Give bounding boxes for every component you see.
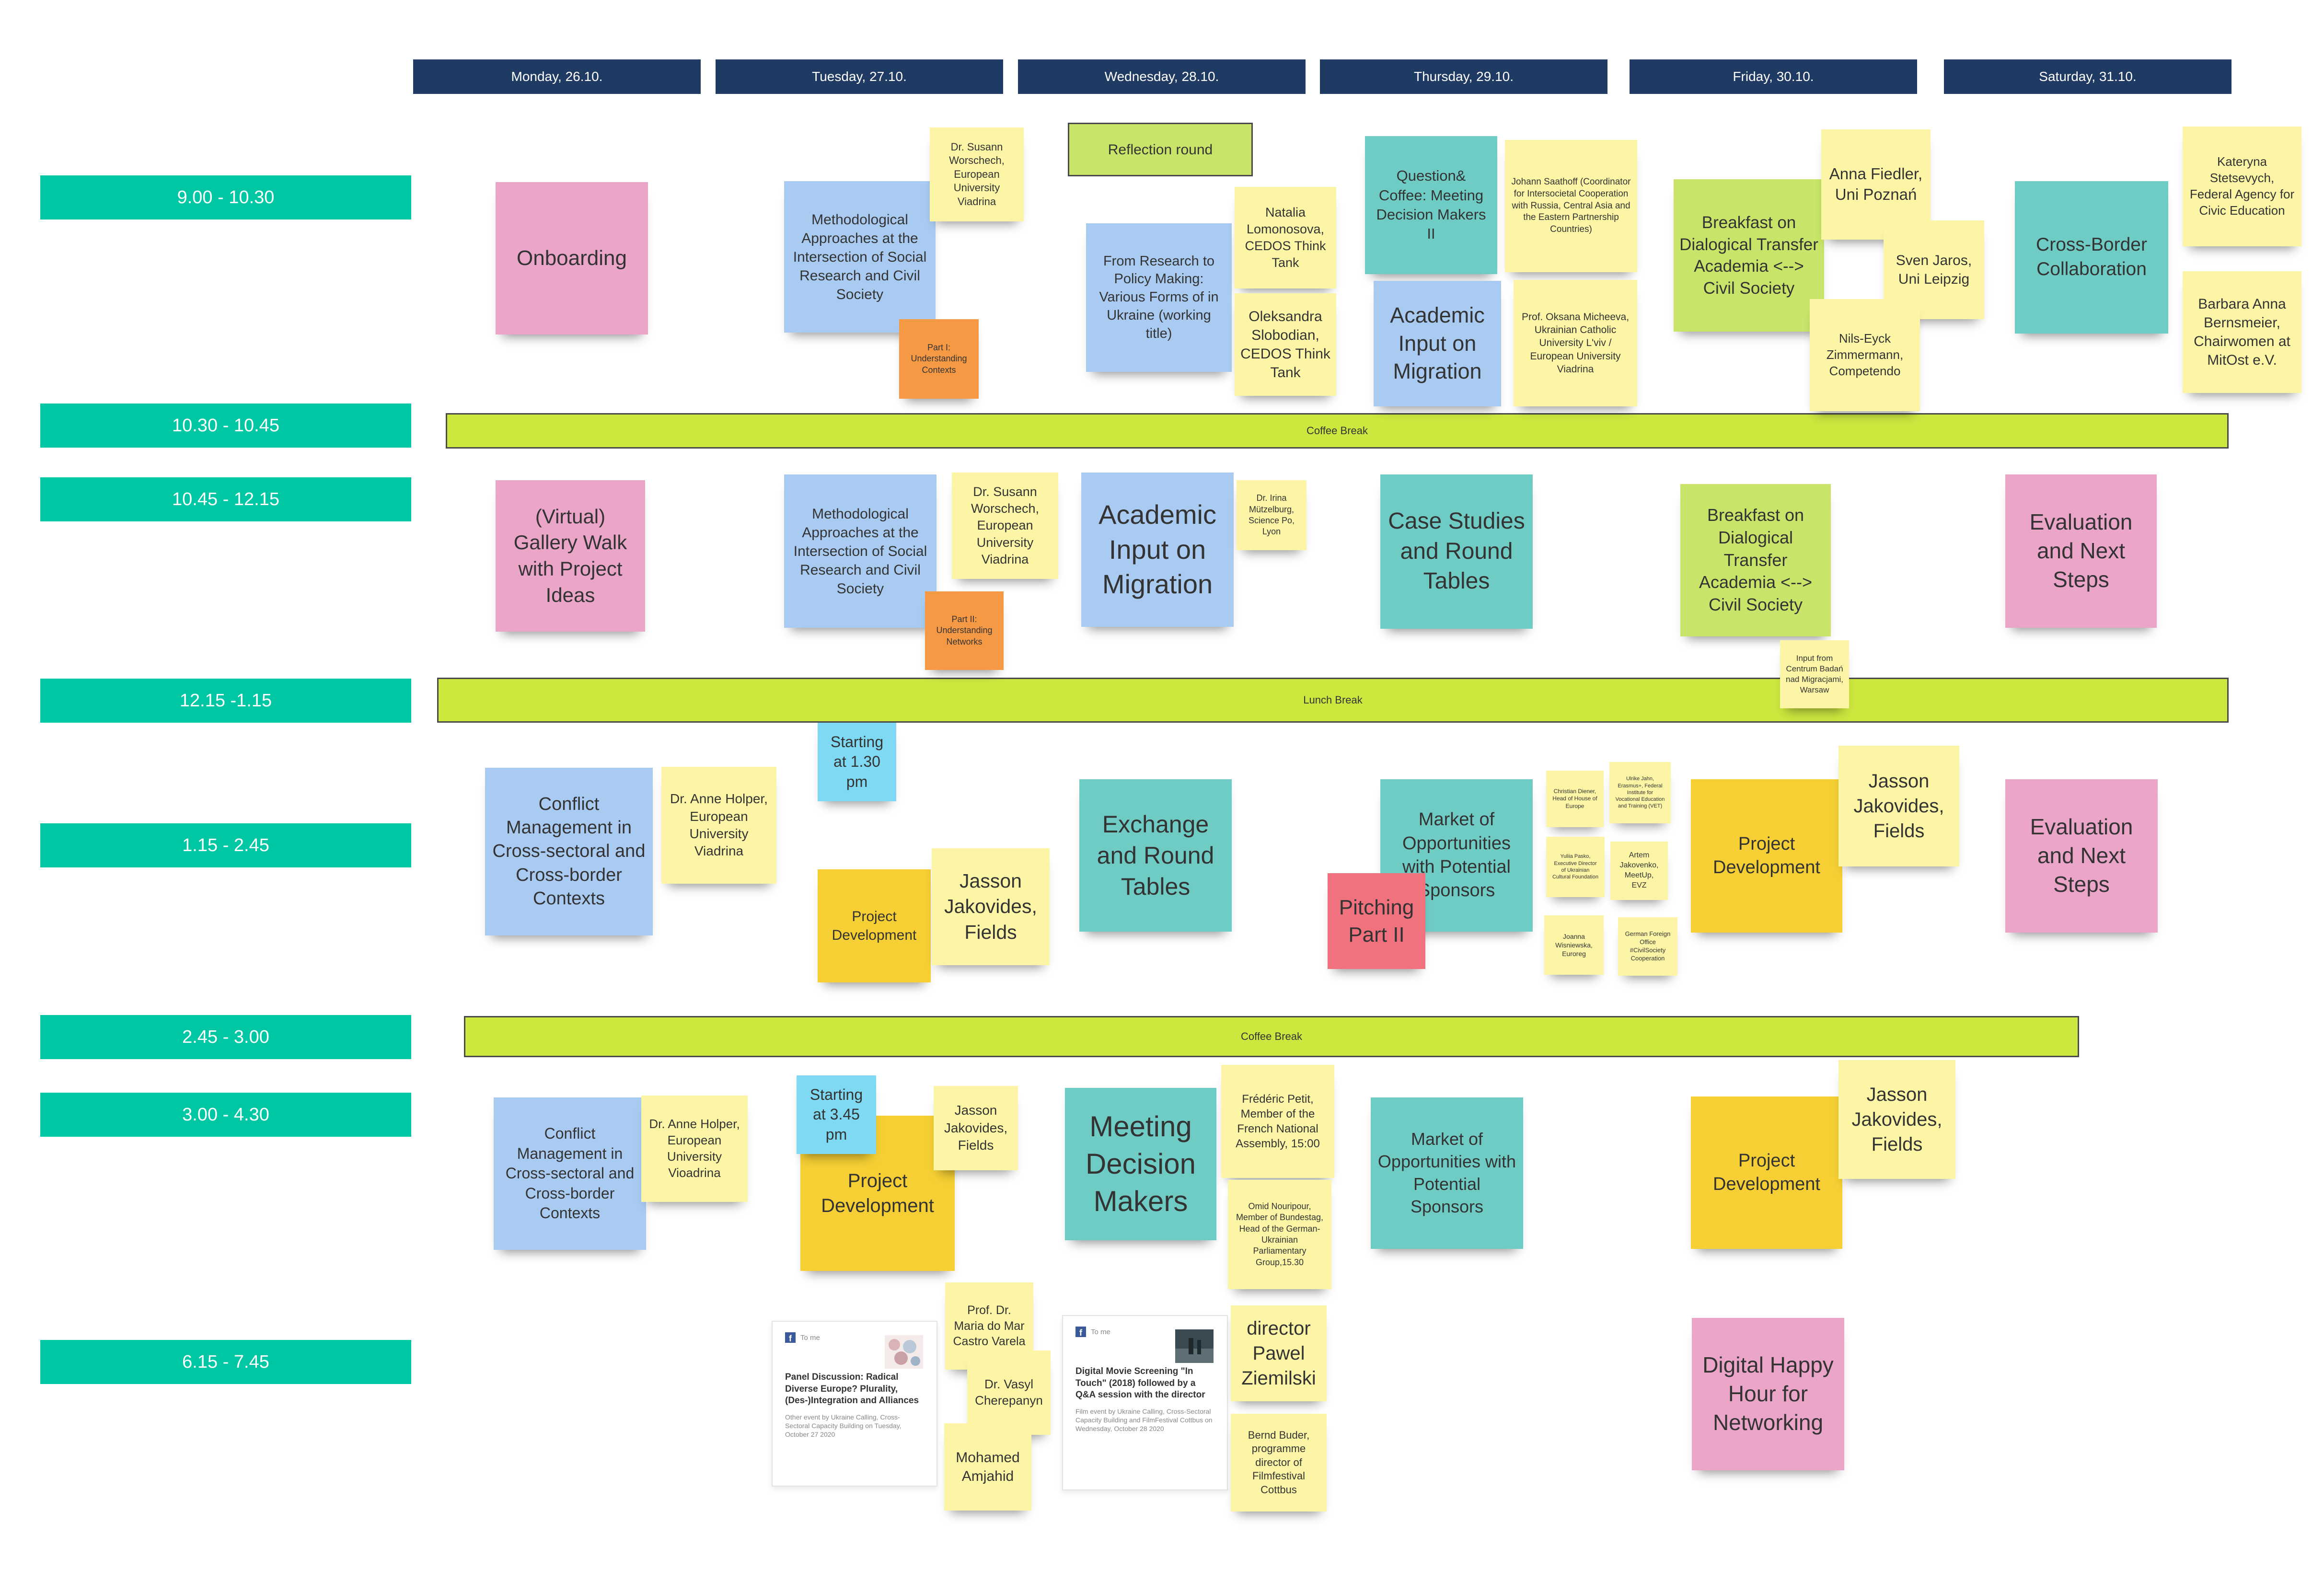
session-note-onboarding[interactable]: Onboarding	[496, 182, 648, 335]
event-thumbnail-image	[1175, 1329, 1214, 1363]
session-note[interactable]: Project Development	[1691, 779, 1842, 933]
speaker-note[interactable]: Jasson Jakovides, Fields	[1838, 1060, 1955, 1179]
speaker-note[interactable]: Natalia Lomonosova, CEDOS Think Tank	[1235, 187, 1336, 289]
speaker-note[interactable]: Dr. Anne Holper, European University Vio…	[641, 1096, 748, 1202]
event-source: To me	[800, 1333, 820, 1342]
time-slot-0900: 9.00 - 10.30	[40, 175, 411, 219]
day-header-wednesday: Wednesday, 28.10.	[1018, 59, 1306, 94]
session-note[interactable]: Meeting Decision Makers	[1065, 1088, 1216, 1240]
session-note[interactable]: Conflict Management in Cross-sectoral an…	[494, 1097, 646, 1250]
speaker-note[interactable]: Nils-Eyck Zimmermann, Competendo	[1810, 299, 1920, 411]
speaker-note[interactable]: Anna Fiedler, Uni Poznań	[1821, 129, 1931, 240]
time-slot-0615: 6.15 - 7.45	[40, 1340, 411, 1384]
speaker-note[interactable]: Input from Centrum Badań nad Migracjami,…	[1780, 640, 1849, 708]
event-title: Panel Discussion: Radical Diverse Europe…	[785, 1372, 919, 1406]
reflection-round-note[interactable]: Reflection round	[1068, 123, 1253, 176]
session-note[interactable]: Exchange and Round Tables	[1079, 779, 1232, 932]
speaker-note[interactable]: Barbara Anna Bernsmeier, Chairwomen at M…	[2183, 271, 2301, 393]
day-header-saturday: Saturday, 31.10.	[1944, 59, 2232, 94]
session-note[interactable]: (Virtual) Gallery Walk with Project Idea…	[496, 480, 645, 632]
session-note[interactable]: Project Development	[818, 869, 931, 982]
time-slot-1045: 10.45 - 12.15	[40, 477, 411, 521]
speaker-note[interactable]: Johann Saathoff (Coordinator for Interso…	[1505, 140, 1637, 272]
session-note[interactable]: From Research to Policy Making: Various …	[1086, 223, 1232, 372]
part-note[interactable]: Part II: Understanding Networks	[925, 591, 1004, 670]
speaker-note[interactable]: Omid Nouripour, Member of Bundestag, Hea…	[1228, 1180, 1331, 1289]
speaker-note[interactable]: Sven Jaros, Uni Leipzig	[1884, 220, 1984, 319]
speaker-note[interactable]: Christian Diener, Head of House of Europ…	[1546, 771, 1604, 827]
session-note[interactable]: Digital Happy Hour for Networking	[1692, 1318, 1844, 1470]
speaker-note[interactable]: Dr. Vasyl Cherepanyn	[967, 1350, 1051, 1435]
coffee-break-bar: Coffee Break	[446, 413, 2229, 449]
speaker-note[interactable]: Jasson Jakovides, Fields	[932, 848, 1050, 965]
speaker-note[interactable]: Ulrike Jahn, Erasmus+, Federal Institute…	[1609, 762, 1671, 823]
facebook-icon: f	[785, 1332, 796, 1343]
time-slot-1215: 12.15 -1.15	[40, 679, 411, 723]
event-subtitle: Other event by Ukraine Calling, Cross-Se…	[785, 1413, 902, 1439]
time-slot-1030: 10.30 - 10.45	[40, 404, 411, 448]
session-note[interactable]: Breakfast on Dialogical Transfer Academi…	[1674, 179, 1824, 332]
lunch-break-bar: Lunch Break	[437, 678, 2229, 723]
time-slot-0300: 3.00 - 4.30	[40, 1093, 411, 1137]
speaker-note[interactable]: Frédéric Petit, Member of the French Nat…	[1221, 1065, 1334, 1178]
day-header-friday: Friday, 30.10.	[1630, 59, 1917, 94]
session-note[interactable]: Evaluation and Next Steps	[2005, 474, 2157, 628]
facebook-icon: f	[1075, 1327, 1086, 1337]
speaker-note[interactable]: Artem Jakovenko, MeetUp, EVZ	[1610, 842, 1668, 900]
day-header-tuesday: Tuesday, 27.10.	[716, 59, 1003, 94]
speaker-note[interactable]: Prof. Oksana Micheeva, Ukrainian Catholi…	[1514, 280, 1637, 406]
speaker-note[interactable]: Joanna Wisniewska, Euroreg	[1544, 915, 1604, 975]
speaker-note[interactable]: Yuliia Pasko, Executive Director of Ukra…	[1546, 837, 1605, 897]
speaker-note[interactable]: Dr. Susann Worschech, European Universit…	[930, 127, 1024, 221]
session-note[interactable]: Pitching Part II	[1328, 873, 1425, 969]
event-subtitle: Film event by Ukraine Calling, Cross-Sec…	[1075, 1408, 1213, 1433]
timing-note[interactable]: Starting at 1.30 pm	[818, 723, 896, 801]
speaker-note[interactable]: Bernd Buder, programme director of Filmf…	[1231, 1414, 1327, 1512]
speaker-note[interactable]: Kateryna Stetsevych, Federal Agency for …	[2183, 127, 2301, 246]
speaker-note[interactable]: Dr. Anne Holper, European University Via…	[661, 767, 776, 884]
facebook-event-card[interactable]: f To me Panel Discussion: Radical Divers…	[772, 1321, 937, 1487]
session-note[interactable]: Market of Opportunities with Potential S…	[1371, 1097, 1523, 1249]
speaker-note[interactable]: Mohamed Amjahid	[944, 1423, 1031, 1511]
session-note[interactable]: Case Studies and Round Tables	[1380, 474, 1533, 629]
event-source: To me	[1091, 1327, 1110, 1336]
event-thumbnail-image	[885, 1335, 923, 1369]
session-note[interactable]: Project Development	[1691, 1096, 1842, 1249]
facebook-event-card[interactable]: f To me Digital Movie Screening "In Touc…	[1062, 1315, 1228, 1490]
session-note[interactable]: Breakfast on Dialogical Transfer Academi…	[1680, 484, 1831, 636]
session-note[interactable]: Academic Input on Migration	[1374, 281, 1501, 406]
speaker-note[interactable]: Dr. Irina Mützelburg, Science Po, Lyon	[1237, 480, 1307, 550]
session-note[interactable]: Question& Coffee: Meeting Decision Maker…	[1365, 136, 1497, 274]
coffee-break-bar: Coffee Break	[464, 1016, 2079, 1057]
part-note[interactable]: Part I: Understanding Contexts	[899, 319, 979, 399]
session-note[interactable]: Evaluation and Next Steps	[2005, 779, 2158, 933]
session-note[interactable]: Conflict Management in Cross-sectoral an…	[485, 768, 653, 935]
session-note[interactable]: Cross-Border Collaboration	[2015, 181, 2168, 334]
speaker-note[interactable]: Jasson Jakovides, Fields	[934, 1086, 1018, 1170]
event-title: Digital Movie Screening "In Touch" (2018…	[1075, 1366, 1205, 1400]
speaker-note[interactable]: director Pawel Ziemilski	[1231, 1305, 1327, 1401]
speaker-note[interactable]: Jasson Jakovides, Fields	[1838, 746, 1959, 866]
time-slot-0245: 2.45 - 3.00	[40, 1015, 411, 1059]
session-note[interactable]: Methodological Approaches at the Interse…	[784, 181, 936, 333]
day-header-monday: Monday, 26.10.	[413, 59, 701, 94]
session-note[interactable]: Methodological Approaches at the Interse…	[784, 474, 937, 628]
timing-note[interactable]: Starting at 3.45 pm	[797, 1075, 876, 1154]
speaker-note[interactable]: Dr. Susann Worschech, European Universit…	[952, 473, 1058, 579]
session-note[interactable]: Academic Input on Migration	[1081, 473, 1234, 627]
time-slot-0115: 1.15 - 2.45	[40, 823, 411, 867]
speaker-note[interactable]: Oleksandra Slobodian, CEDOS Think Tank	[1235, 293, 1336, 396]
speaker-note[interactable]: German Foreign Office #CivilSociety Coop…	[1618, 917, 1677, 976]
day-header-thursday: Thursday, 29.10.	[1320, 59, 1607, 94]
